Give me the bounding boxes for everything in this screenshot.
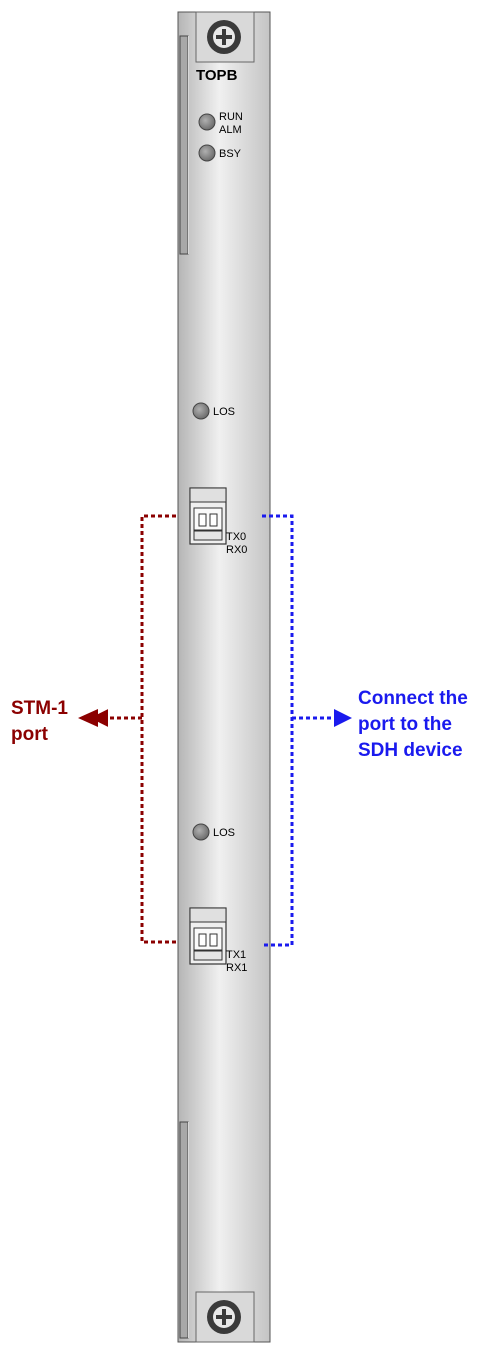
alm-label: ALM <box>219 124 242 136</box>
sdh-annotation-line2: port to the <box>358 714 452 735</box>
rx1-label: RX1 <box>226 962 247 974</box>
stm1-annotation-line2: port <box>11 724 49 745</box>
tx0-label: TX0 <box>226 531 246 543</box>
run-label: RUN <box>219 111 243 123</box>
rx0-label: RX0 <box>226 544 247 556</box>
sdh-annotation-line3: SDH device <box>358 740 463 761</box>
los-label-1: LOS <box>213 406 235 418</box>
run-alm-led-icon <box>198 113 216 131</box>
sdh-annotation-line1: Connect the <box>358 688 468 709</box>
los-label-2: LOS <box>213 827 235 839</box>
los-led-icon <box>192 823 210 841</box>
board-panel <box>177 11 271 1343</box>
stm1-bracket <box>90 514 176 944</box>
optical-port-1 <box>189 907 227 965</box>
top-screw-icon <box>195 11 255 63</box>
bottom-screw-icon <box>195 1291 255 1343</box>
bsy-led-icon <box>198 144 216 162</box>
sdh-bracket <box>262 514 336 947</box>
stm1-annotation-line1: STM-1 <box>11 698 68 719</box>
bsy-label: BSY <box>219 148 242 160</box>
optical-port-0 <box>189 487 227 545</box>
tx1-label: TX1 <box>226 949 246 961</box>
board-name: TOPB <box>196 67 238 84</box>
left-arrow-icon <box>78 709 98 727</box>
right-arrow-icon <box>334 709 352 727</box>
los-led-icon <box>192 402 210 420</box>
